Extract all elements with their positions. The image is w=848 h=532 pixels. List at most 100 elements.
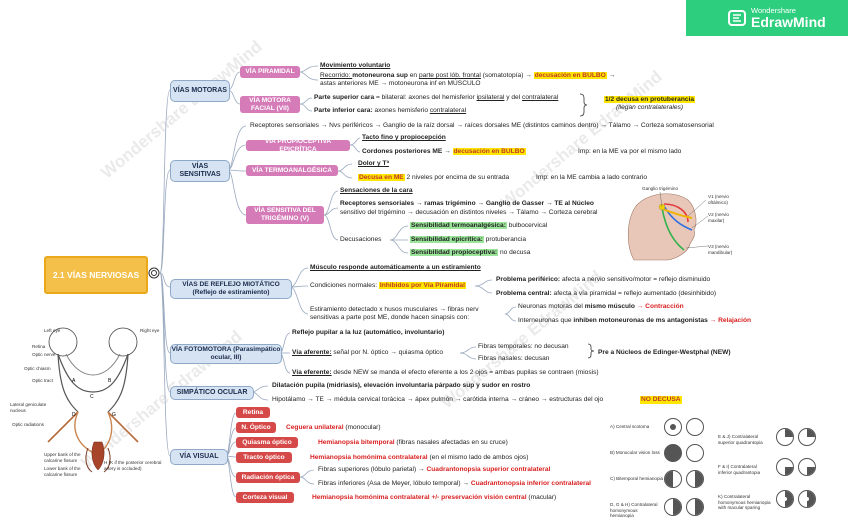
fotomotora-eferente: Vía eferente: desde NEW se manda el efec… xyxy=(292,369,599,376)
face-label-v3: V3 (nervio mandibular) xyxy=(708,244,733,255)
visual-quiasma-text: Hemianopsia bitemporal (fibras nasales a… xyxy=(318,439,508,446)
eye-label-optic-radiations: Optic radiations xyxy=(12,422,44,427)
fotomotora-nasales: Fibras nasales: decusan xyxy=(478,355,550,362)
field-b-right xyxy=(686,444,704,462)
reflejo-line1: Músculo responde automáticamente a un es… xyxy=(310,264,481,271)
visual-corteza-text: Hemianopsia homónima contralateral +/- p… xyxy=(312,494,557,501)
topic-via-piramidal[interactable]: VÍA PIRAMIDAL xyxy=(240,66,300,78)
topic-vias-sensitivas[interactable]: VÍAS SENSITIVAS xyxy=(170,160,230,182)
piramidal-line1: Movimiento voluntario xyxy=(320,62,391,69)
svg-text:G: G xyxy=(112,412,116,418)
visual-quiasma[interactable]: Quiasma óptico xyxy=(236,437,298,448)
visual-field-defects: A) Central scotoma B) Monocular vision l… xyxy=(606,414,848,530)
reflejo-problema-central: Problema central: afecta a vía piramidal… xyxy=(496,290,717,297)
field-e-left xyxy=(776,428,794,446)
svg-text:D: D xyxy=(72,412,76,418)
field-c-left xyxy=(664,470,682,488)
topic-via-trigemino[interactable]: VÍA SENSITIVA DEL TRIGÉMINO (V) xyxy=(246,206,324,224)
field-label-b: B) Monocular vision loss xyxy=(610,450,660,455)
central-topic[interactable]: 2.1 VÍAS NERVIOSAS xyxy=(44,256,148,294)
svg-text:A: A xyxy=(72,378,76,384)
eye-label-lower-bank: Lower bank of the calcarine fissure xyxy=(44,466,81,477)
topic-vias-motoras[interactable]: VÍAS MOTORAS xyxy=(170,80,230,102)
trigemino-line2: Receptores sensoriales → ramas trigémino… xyxy=(340,200,594,207)
field-label-c: C) Bitemporal hemianopia xyxy=(610,476,664,481)
reflejo-estiramiento-2: sensitivas a parte post ME, donde hacen … xyxy=(310,314,470,321)
topic-via-motora-facial[interactable]: VÍA MOTORA FACIAL (VII) xyxy=(240,96,300,113)
termo-imp: Imp: en la ME cambia a lado contrario xyxy=(536,174,648,181)
topic-via-termoanalgesica[interactable]: VÍA TERMOANALGÉSICA xyxy=(246,165,338,176)
facial-note: 1/2 decusa en protuberancia (llegan cont… xyxy=(604,96,696,111)
topic-via-epicritica[interactable]: VÍA PROPIOCEPTIVA EPICRÍTICA xyxy=(246,138,350,153)
fotomotora-aferente: Vía aferente: señal por N. óptico → quia… xyxy=(292,349,444,356)
field-label-a: A) Central scotoma xyxy=(610,424,650,429)
svg-text:C: C xyxy=(90,394,94,400)
visual-radiacion-optica[interactable]: Radiación óptica xyxy=(236,472,300,483)
fotomotora-line1: Reflejo pupilar a la luz (automático, in… xyxy=(292,329,445,336)
piramidal-line2: Recorrido: motoneurona sup en parte post… xyxy=(320,72,616,79)
topic-reflejo-miotatico[interactable]: VÍAS DE REFLEJO MIOTÁTICO (Reflejo de es… xyxy=(170,279,292,299)
eye-label-optic-chiasm: Optic chiasm xyxy=(24,366,51,371)
field-k-left xyxy=(776,490,794,508)
svg-text:B: B xyxy=(108,378,112,384)
eye-label-retina: Retina xyxy=(32,344,46,349)
reflejo-problema-periferico: Problema periférico: afecta a nervio sen… xyxy=(496,276,711,283)
termo-line2: Decusa en ME 2 niveles por encima de su … xyxy=(358,174,510,181)
simpatico-no-decusa: NO DECUSA xyxy=(640,396,682,404)
fotomotora-temporales: Fibras temporales: no decusan xyxy=(478,343,569,350)
visual-nervio-optico[interactable]: N. Óptico xyxy=(236,422,276,433)
field-d-right xyxy=(686,498,704,516)
field-label-k: K) Contralateral homonymous hemianopia w… xyxy=(718,494,771,510)
field-a-right xyxy=(686,418,704,436)
field-label-d: D, G & H) Contralateral homonymous hemia… xyxy=(610,502,658,518)
field-label-f: F & I) Contralateral inferior quadrantop… xyxy=(718,464,761,475)
visual-corteza[interactable]: Corteza visual xyxy=(236,492,294,503)
piramidal-line3: astas anteriores ME → motoneurona inf en… xyxy=(320,80,481,87)
logo-line1: Wondershare xyxy=(751,6,796,15)
reflejo-estiramiento-1: Estiramiento detectado x husos musculare… xyxy=(310,306,479,313)
visual-nervio-optico-text: Ceguera unilateral (monocular) xyxy=(286,424,381,431)
logo-line2: EdrawMind xyxy=(751,14,826,30)
termo-line1: Dolor y Tª xyxy=(358,160,390,167)
facial-inferior: Parte inferior cara: axones hemisferio c… xyxy=(314,107,467,114)
trigemino-dec3: Sensibilidad propioceptiva: no decusa xyxy=(410,249,531,256)
eye-label-optic-tract: Optic tract xyxy=(32,378,53,383)
field-f-right xyxy=(798,458,816,476)
reflejo-interneuronas: Interneuronas que inhiben motoneuronas d… xyxy=(518,317,752,324)
eye-label-left: Left eye xyxy=(44,328,61,333)
facial-superior: Parte superior cara = bilateral: axones … xyxy=(314,94,559,101)
face-label-v2: V2 (nervio maxilar) xyxy=(708,212,729,223)
field-k-right xyxy=(798,490,816,508)
visual-radiacion-sup: Fibras superiores (lóbulo parietal) → Cu… xyxy=(318,466,551,473)
face-label-v1: V1 (nervio oftálmico) xyxy=(708,194,729,205)
edrawmind-logo: Wondershare EdrawMind xyxy=(686,0,848,36)
field-f-left xyxy=(776,458,794,476)
trigemino-line1: Sensaciones de la cara xyxy=(340,187,413,194)
trigemino-decusaciones: Decusaciones xyxy=(340,236,382,243)
visual-retina[interactable]: Retina xyxy=(236,407,270,418)
field-b-left xyxy=(664,444,682,462)
trigeminal-face-illustration: Ganglio trigémino V1 (nervio oftálmico) … xyxy=(622,186,732,264)
eye-label-h: H (K if the posterior cerebral artery is… xyxy=(104,460,162,471)
visual-tracto-text: Hemianopsia homónima contralateral (en e… xyxy=(310,454,529,461)
epicritica-line1: Tacto fino y propiocepción xyxy=(362,134,446,141)
topic-simpatico-ocular[interactable]: SIMPÁTICO OCULAR xyxy=(170,386,254,400)
eye-label-lgn: Lateral geniculate nucleus xyxy=(10,402,47,413)
visual-tracto-optico[interactable]: Tracto óptico xyxy=(236,452,292,463)
field-c-right xyxy=(686,470,704,488)
topic-via-fotomotora[interactable]: VÍA FOTOMOTORA (Parasimpático ocular, II… xyxy=(170,344,282,364)
face-label-ganglio: Ganglio trigémino xyxy=(642,186,679,191)
visual-radiacion-inf: Fibras inferiores (Asa de Meyer, lóbulo … xyxy=(318,480,592,487)
eye-label-right: Right eye xyxy=(140,328,160,333)
visual-pathway-diagram: A B C D G Left eye Right eye Retina Opti… xyxy=(8,322,168,482)
reflejo-condiciones: Condiciones normales: Inhibidos por Vía … xyxy=(310,282,466,289)
reflejo-neuronas-motoras: Neuronas motoras del mismo músculo → Con… xyxy=(518,303,684,310)
trigemino-dec2: Sensibilidad epicrítica: protuberancia xyxy=(410,236,526,243)
trigemino-dec1: Sensibilidad termoanalgésica: bulbocervi… xyxy=(410,222,548,229)
topic-via-visual[interactable]: VÍA VISUAL xyxy=(170,449,228,465)
fotomotora-edinger: Pre a Núcleos de Edinger-Westphal (NEW) xyxy=(598,349,731,356)
edrawmind-icon xyxy=(728,9,746,27)
field-a-left xyxy=(664,418,682,436)
simpatico-line2: Hipotálamo → TE → médula cervical toráci… xyxy=(272,396,604,403)
field-label-e: E & J) Contralateral superior quadrantop… xyxy=(718,434,763,445)
